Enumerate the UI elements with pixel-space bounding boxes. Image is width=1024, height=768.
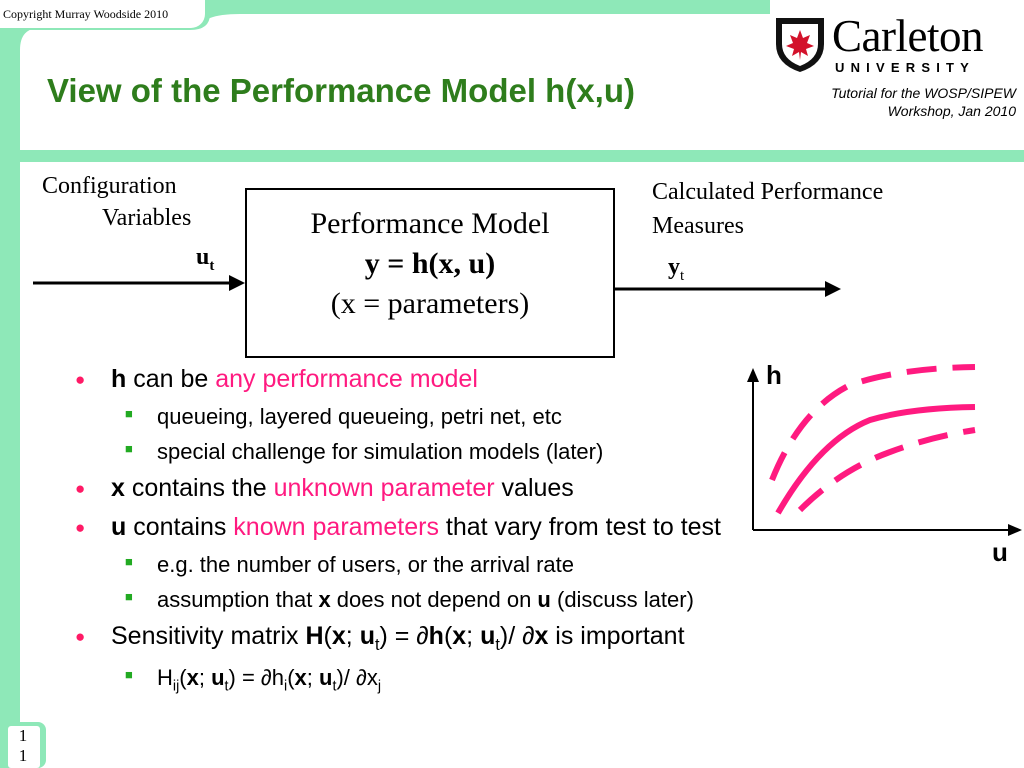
b3s2-u: u: [537, 587, 551, 612]
b1-text: can be: [126, 365, 216, 393]
input-sub: t: [209, 257, 215, 274]
b4s1-d: ) = ∂h: [228, 665, 285, 690]
b4s1-e: (: [287, 665, 295, 690]
graph-y-label: h: [766, 360, 782, 390]
box-line-1: Performance Model: [310, 207, 550, 240]
tutorial-line-2: Workshop, Jan 2010: [887, 103, 1016, 119]
box-line-3: (x = parameters): [330, 287, 530, 320]
b1-highlight: any performance model: [215, 365, 478, 393]
b4s1-a: H: [157, 665, 173, 690]
box-line-2: y = h(x, u): [364, 247, 496, 280]
b4s1-j: j: [377, 678, 382, 695]
page-title: View of the Performance Model h(x,u): [47, 72, 635, 109]
b4-t: t: [374, 636, 380, 654]
input-var: u: [196, 244, 210, 270]
output-sub: t: [680, 267, 685, 284]
b4s1-t: t: [224, 678, 229, 695]
y-axis-arrow-icon: [747, 368, 759, 382]
page-number: 1 1: [8, 726, 38, 766]
b4-d: ) = ∂: [379, 622, 429, 650]
b4-u: u: [359, 622, 375, 650]
copyright-text: Copyright Murray Woodside 2010: [3, 7, 169, 21]
graph-x-label: u: [992, 537, 1008, 567]
b4s1-f: ;: [306, 665, 320, 690]
university-subtitle: UNIVERSITY: [835, 60, 976, 75]
calculated-measures-label: Calculated Performance Measures: [652, 175, 972, 243]
output-var: y: [668, 254, 680, 280]
x-axis-arrow-icon: [1008, 524, 1022, 536]
b3-text: contains: [126, 513, 234, 541]
carleton-shield-logo-icon: [776, 18, 824, 72]
bullet-u: u contains known parameters that vary fr…: [75, 513, 975, 542]
output-arrowhead-icon: [825, 281, 841, 297]
bullet-x: x contains the unknown parameter values: [75, 474, 975, 503]
b2-bold: x: [111, 474, 125, 502]
h-vs-u-graph: [747, 364, 1022, 536]
b4-u2: u: [480, 622, 496, 650]
curve-lower: [797, 427, 976, 513]
curve-upper: [769, 364, 976, 482]
b4-x: x: [331, 622, 346, 650]
b4s1-c: ;: [198, 665, 212, 690]
copyright-band-mask: [0, 0, 205, 28]
b4-t2: t: [495, 636, 500, 654]
university-name: Carleton: [832, 11, 983, 61]
input-variable-label: ut: [196, 244, 214, 275]
config-line-2: Variables: [102, 205, 192, 231]
b3s2-x: x: [318, 587, 331, 612]
b3s2-a: assumption that: [157, 587, 319, 612]
b4s1-i: i: [284, 678, 288, 695]
b4s1-ij: ij: [172, 678, 180, 695]
b3-bold: u: [111, 513, 127, 541]
b3s2-b: does not depend on: [330, 587, 538, 612]
b4-f: ;: [466, 622, 481, 650]
b4-h: h: [428, 622, 444, 650]
sub-bullet-simulation: special challenge for simulation models …: [75, 439, 975, 465]
performance-model-box: Performance Model y = h(x, u) (x = param…: [245, 188, 615, 358]
output-variable-label: yt: [668, 254, 684, 285]
b2-tail: values: [494, 474, 574, 502]
sub-bullet-queueing: queueing, layered queueing, petri net, e…: [75, 404, 975, 430]
bullet-h: h can be any performance model: [75, 365, 975, 394]
b2-highlight: unknown parameter: [273, 474, 495, 502]
page-number-line-2: 1: [18, 746, 28, 765]
b4-x3: x: [534, 622, 549, 650]
b4s1-b: (: [179, 665, 187, 690]
b4s1-t2: t: [332, 678, 337, 695]
config-variables-label: Configuration Variables: [42, 170, 191, 234]
b4-g: )/ ∂: [499, 622, 535, 650]
b4-e: (: [443, 622, 453, 650]
input-arrowhead-icon: [229, 275, 245, 291]
b4s1-g: )/ ∂x: [336, 665, 378, 690]
b3-highlight: known parameters: [233, 513, 439, 541]
b4-a: Sensitivity matrix: [111, 622, 306, 650]
b4s1-u: u: [211, 665, 225, 690]
b4-tail: is important: [548, 622, 685, 650]
sub-bullet-assumption: assumption that x does not depend on u (…: [75, 587, 975, 613]
config-line-1: Configuration: [42, 173, 177, 199]
page-number-line-1: 1: [18, 726, 28, 745]
b3s2-c: (discuss later): [550, 587, 694, 612]
b3-tail: that vary from test to test: [438, 513, 721, 541]
b4-c: ;: [345, 622, 360, 650]
calc-line-1: Calculated Performance: [652, 179, 884, 205]
bullet-list: h can be any performance model queueing,…: [75, 365, 975, 703]
b4-x2: x: [452, 622, 467, 650]
bullet-sensitivity: Sensitivity matrix H(x; ut) = ∂h(x; ut)/…: [75, 622, 975, 655]
b4s1-x2: x: [294, 665, 307, 690]
b4s1-u2: u: [319, 665, 333, 690]
sub-bullet-users: e.g. the number of users, or the arrival…: [75, 552, 975, 578]
b4-H: H: [305, 622, 324, 650]
b1-bold: h: [111, 365, 127, 393]
calc-line-2: Measures: [652, 213, 744, 239]
curve-center: [775, 404, 976, 515]
b4-b: (: [323, 622, 332, 650]
sub-bullet-hij: Hij(x; ut) = ∂hi(x; ut)/ ∂xj: [75, 665, 975, 694]
tutorial-note: Tutorial for the WOSP/SIPEW Workshop, Ja…: [776, 84, 1016, 120]
tutorial-line-1: Tutorial for the WOSP/SIPEW: [831, 85, 1016, 101]
b4s1-x: x: [186, 665, 199, 690]
b2-text: contains the: [124, 474, 274, 502]
